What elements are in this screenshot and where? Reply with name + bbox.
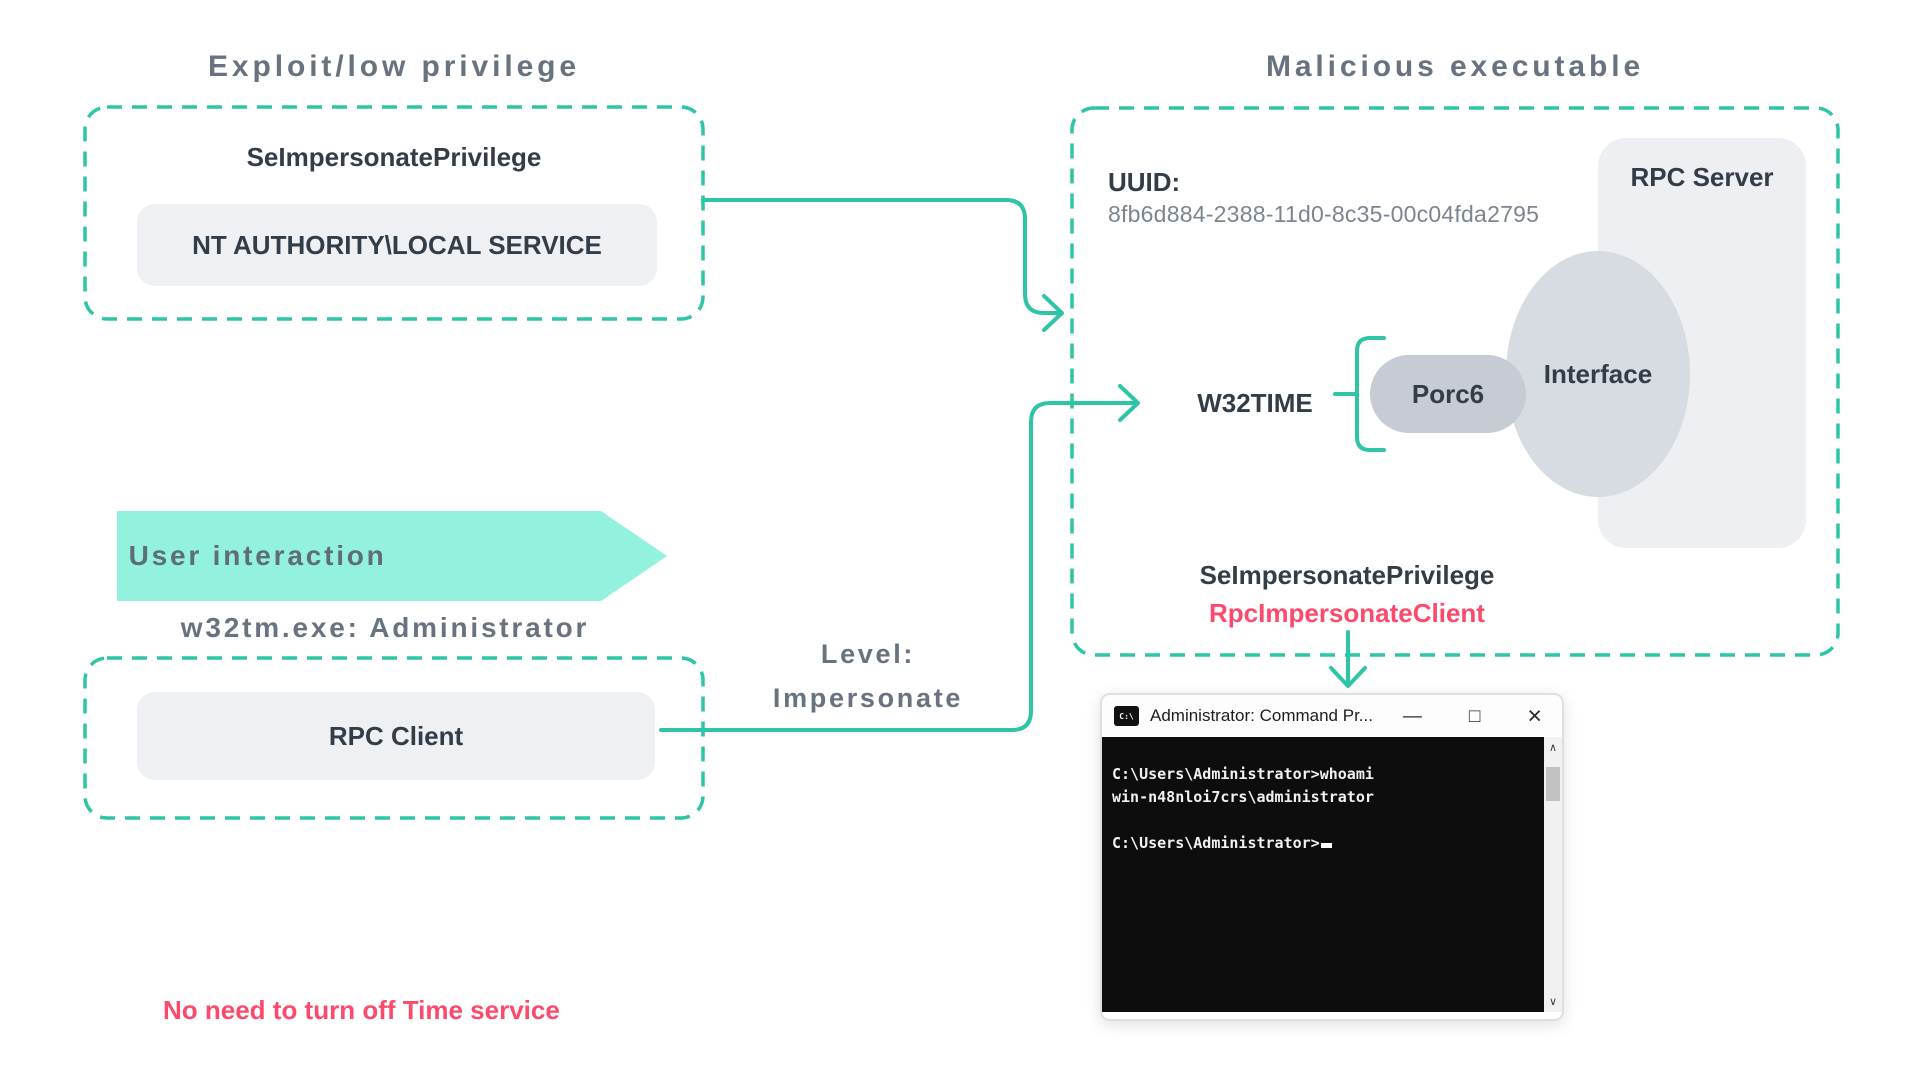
porc6-pill: Porc6 <box>1370 355 1526 433</box>
arrow-exploit-to-malicious-head <box>1042 294 1064 332</box>
exploit-privilege-label: SeImpersonatePrivilege <box>246 142 542 172</box>
scroll-up-icon[interactable]: ∧ <box>1548 741 1558 754</box>
rpc-client-pill: RPC Client <box>137 692 655 780</box>
w32time-label: W32TIME <box>1197 388 1313 418</box>
interface-shape: Interface <box>1506 251 1690 497</box>
terminal-prompt-line: C:\Users\Administrator> <box>1112 832 1540 855</box>
scrollbar-thumb[interactable] <box>1546 767 1560 801</box>
terminal-line: C:\Users\Administrator>whoami <box>1112 765 1374 783</box>
local-service-pill: NT AUTHORITY\LOCAL SERVICE <box>137 204 657 286</box>
user-interaction-label: User interaction <box>128 540 387 571</box>
terminal-line: win-n48nloi7crs\administrator <box>1112 788 1374 806</box>
level-line1: Level: <box>820 639 916 669</box>
interface-bracket <box>1333 336 1386 452</box>
user-interaction-banner: User interaction <box>117 511 667 601</box>
rpc-server-label: RPC Server <box>1630 162 1774 192</box>
cmd-window-controls: — □ × <box>1402 701 1542 730</box>
uuid-value: 8fb6d884-2388-11d0-8c35-00c04fda2795 <box>1108 201 1540 227</box>
terminal-output[interactable]: C:\Users\Administrator>whoami win-n48nlo… <box>1102 737 1544 1012</box>
arrow-client-to-w32time <box>659 401 1138 732</box>
porc6-label: Porc6 <box>1411 378 1485 409</box>
level-line2: Impersonate <box>772 683 964 713</box>
local-service-label: NT AUTHORITY\LOCAL SERVICE <box>192 229 602 260</box>
process-label: w32tm.exe: Administrator <box>180 612 590 643</box>
exploit-box-border <box>83 105 705 321</box>
terminal-prompt: C:\Users\Administrator> <box>1112 834 1320 852</box>
malicious-heading: Malicious executable <box>1265 50 1645 83</box>
footnote: No need to turn off Time service <box>163 995 560 1025</box>
terminal-line <box>1112 809 1540 832</box>
cmd-body: C:\Users\Administrator>whoami win-n48nlo… <box>1102 737 1562 1019</box>
rpc-client-box-border <box>83 656 705 820</box>
terminal-scrollbar[interactable]: ∧ ∨ <box>1544 737 1562 1012</box>
arrow-exploit-to-malicious <box>701 198 1060 315</box>
cmd-window-title: Administrator: Command Pr... <box>1150 706 1373 725</box>
impersonation-level-label: Level: Impersonate <box>736 632 1000 720</box>
maximize-icon[interactable]: □ <box>1468 705 1481 727</box>
cmd-title-bar[interactable]: C:\ Administrator: Command Pr... — □ × <box>1102 695 1562 737</box>
rpc-impersonate-client-label: RpcImpersonateClient <box>1209 598 1485 628</box>
rpc-client-label: RPC Client <box>328 720 464 751</box>
scroll-down-icon[interactable]: ∨ <box>1548 995 1558 1008</box>
arrow-to-terminal-head <box>1329 666 1367 688</box>
close-icon[interactable]: × <box>1527 701 1542 730</box>
arrow-client-to-w32time-head <box>1118 384 1140 422</box>
interface-label: Interface <box>1543 358 1653 389</box>
malicious-privilege-label: SeImpersonatePrivilege <box>1199 560 1495 590</box>
minimize-icon[interactable]: — <box>1402 705 1422 727</box>
malicious-box-border <box>1070 106 1840 657</box>
exploit-heading: Exploit/low privilege <box>208 50 580 83</box>
terminal-cursor <box>1320 843 1332 848</box>
uuid-label: UUID: <box>1108 167 1181 197</box>
cmd-icon: C:\ <box>1114 706 1139 726</box>
command-prompt-window: C:\ Administrator: Command Pr... — □ × C… <box>1100 693 1564 1021</box>
